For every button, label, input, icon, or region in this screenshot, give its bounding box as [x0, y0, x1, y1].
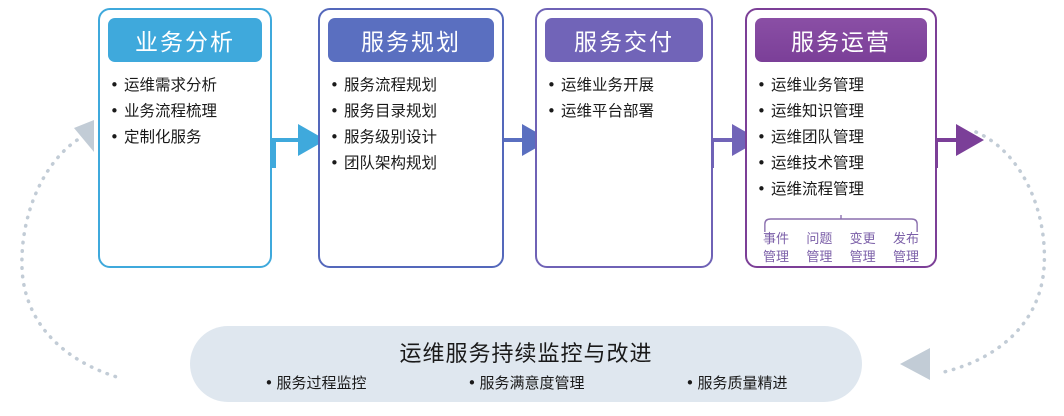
list-item-label: 运维平台部署 — [561, 102, 655, 120]
subitem-change: 变更 管理 — [850, 231, 876, 267]
list-item: • 团队架构规划 — [320, 150, 502, 176]
bullet-icon: • — [330, 154, 339, 172]
brace-icon — [764, 215, 918, 232]
loop-arrowhead-bottom — [900, 348, 930, 380]
list-item-label: 运维业务管理 — [771, 76, 865, 94]
subitem-line2: 管理 — [849, 250, 876, 265]
bullet-icon: • — [330, 76, 339, 94]
phase-item-list: • 运维业务开展 • 运维平台部署 — [537, 72, 711, 124]
subitem-problem: 问题 管理 — [806, 231, 832, 267]
subitem-line1: 发布 — [892, 232, 919, 247]
list-item: • 业务流程梳理 — [100, 98, 270, 124]
subitem-line1: 问题 — [806, 232, 833, 247]
subitem-line1: 变更 — [849, 232, 876, 247]
bullet-icon: • — [757, 180, 766, 198]
loop-arc-right — [942, 130, 1047, 374]
phase-item-list: • 服务流程规划 • 服务目录规划 • 服务级别设计 • 团队架构规划 — [320, 72, 502, 176]
bullet-icon: • — [264, 374, 274, 392]
list-item: • 运维流程管理 — [747, 176, 935, 202]
bullet-icon: • — [547, 76, 556, 94]
list-item: • 运维需求分析 — [100, 72, 270, 98]
bullet-icon: • — [685, 374, 695, 392]
connector-phase4-to-loop — [934, 124, 984, 168]
list-item: • 运维平台部署 — [537, 98, 711, 124]
phase-card-service-operation[interactable]: 服务运营 • 运维业务管理 • 运维知识管理 • 运维团队管理 • 运维技术管理… — [745, 8, 937, 268]
process-subgroup: 事件 管理 问题 管理 变更 管理 发布 管理 — [759, 215, 923, 273]
continuous-improvement-banner[interactable]: 运维服务持续监控与改进 • 服务过程监控 • 服务满意度管理 • 服务质量精进 — [190, 326, 862, 402]
phase-title-service-delivery: 服务交付 — [545, 18, 703, 62]
phase-card-service-delivery[interactable]: 服务交付 • 运维业务开展 • 运维平台部署 — [535, 8, 713, 268]
list-item-label: 服务质量精进 — [697, 374, 788, 392]
banner-title: 运维服务持续监控与改进 — [399, 342, 653, 367]
list-item: • 服务流程规划 — [320, 72, 502, 98]
process-subgroup-items: 事件 管理 问题 管理 变更 管理 发布 管理 — [759, 231, 923, 267]
list-item: • 运维业务管理 — [747, 72, 935, 98]
phase-card-service-planning[interactable]: 服务规划 • 服务流程规划 • 服务目录规划 • 服务级别设计 • 团队架构规划 — [318, 8, 504, 268]
bullet-icon: • — [757, 76, 766, 94]
bullet-icon: • — [110, 128, 119, 146]
subitem-release: 发布 管理 — [893, 231, 919, 267]
list-item-label: 服务级别设计 — [344, 128, 438, 146]
list-item: • 服务满意度管理 — [467, 372, 584, 393]
bullet-icon: • — [757, 128, 766, 146]
list-item-label: 运维流程管理 — [771, 180, 865, 198]
phase-title-business-analysis: 业务分析 — [108, 18, 262, 62]
list-item: • 服务质量精进 — [685, 372, 787, 393]
list-item: • 服务过程监控 — [264, 372, 366, 393]
bullet-icon: • — [110, 102, 119, 120]
bullet-icon: • — [330, 128, 339, 146]
bullet-icon: • — [330, 102, 339, 120]
list-item: • 服务级别设计 — [320, 124, 502, 150]
list-item-label: 服务流程规划 — [344, 76, 438, 94]
list-item: • 运维团队管理 — [747, 124, 935, 150]
subitem-line2: 管理 — [763, 250, 790, 265]
phase-title-service-operation: 服务运营 — [755, 18, 927, 62]
bullet-icon: • — [547, 102, 556, 120]
list-item-label: 运维需求分析 — [124, 76, 218, 94]
list-item: • 运维知识管理 — [747, 98, 935, 124]
list-item-label: 运维业务开展 — [561, 76, 655, 94]
list-item-label: 业务流程梳理 — [124, 102, 218, 120]
list-item-label: 服务过程监控 — [276, 374, 367, 392]
list-item: • 服务目录规划 — [320, 98, 502, 124]
phase-title-service-planning: 服务规划 — [328, 18, 494, 62]
list-item-label: 定制化服务 — [124, 128, 202, 146]
subitem-line1: 事件 — [763, 232, 790, 247]
phase-card-business-analysis[interactable]: 业务分析 • 运维需求分析 • 业务流程梳理 • 定制化服务 — [98, 8, 272, 268]
bullet-icon: • — [467, 374, 477, 392]
subitem-incident: 事件 管理 — [763, 231, 789, 267]
list-item: • 定制化服务 — [100, 124, 270, 150]
list-item: • 运维业务开展 — [537, 72, 711, 98]
phase-item-list: • 运维需求分析 • 业务流程梳理 • 定制化服务 — [100, 72, 270, 150]
banner-item-list: • 服务过程监控 • 服务满意度管理 • 服务质量精进 — [214, 372, 838, 393]
list-item: • 运维技术管理 — [747, 150, 935, 176]
bullet-icon: • — [757, 102, 766, 120]
subitem-line2: 管理 — [892, 250, 919, 265]
bullet-icon: • — [757, 154, 766, 172]
list-item-label: 运维知识管理 — [771, 102, 865, 120]
loop-arrowhead-left — [74, 120, 94, 152]
list-item-label: 运维团队管理 — [771, 128, 865, 146]
list-item-label: 服务满意度管理 — [479, 374, 585, 392]
list-item-label: 运维技术管理 — [771, 154, 865, 172]
bullet-icon: • — [110, 76, 119, 94]
list-item-label: 服务目录规划 — [344, 102, 438, 120]
phase-item-list: • 运维业务管理 • 运维知识管理 • 运维团队管理 • 运维技术管理 • 运维… — [747, 72, 935, 202]
list-item-label: 团队架构规划 — [344, 154, 438, 172]
subitem-line2: 管理 — [806, 250, 833, 265]
